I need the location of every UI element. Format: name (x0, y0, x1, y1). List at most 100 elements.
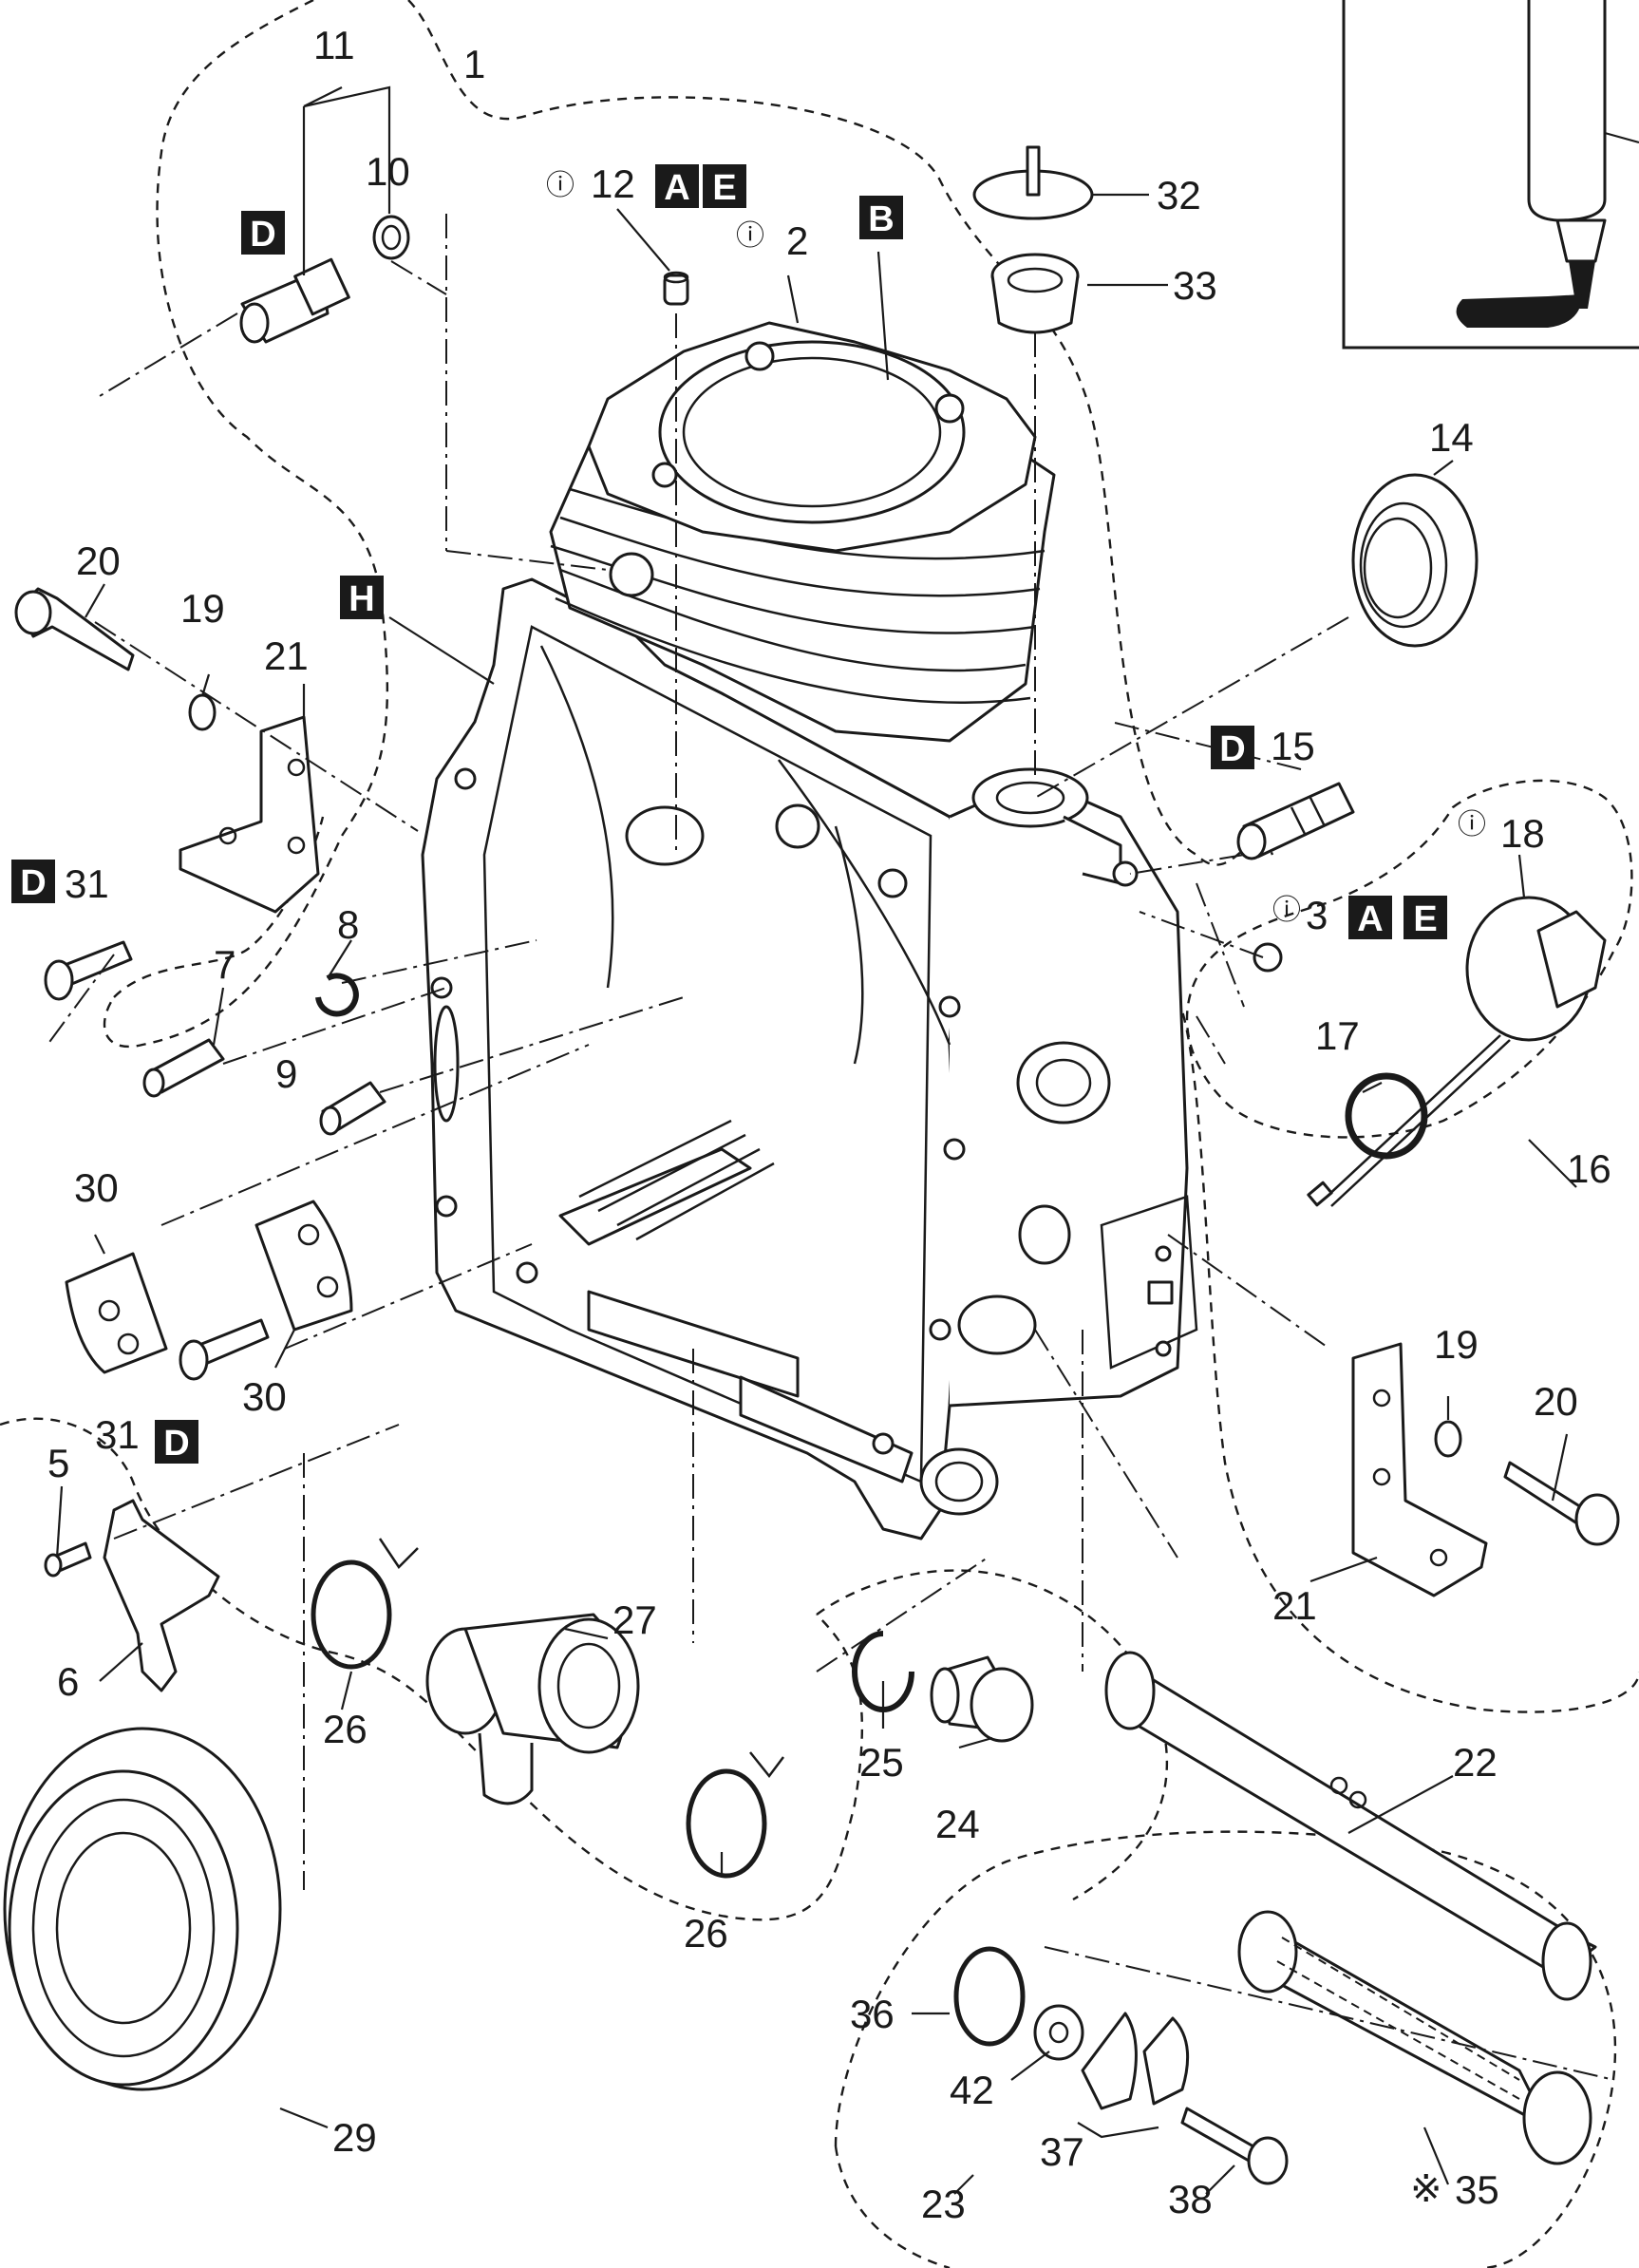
part-19-washer-left (188, 693, 217, 731)
callout-16: 16 (1567, 1146, 1611, 1191)
leader-lines (55, 85, 1577, 2195)
callout-26-top: 26 (323, 1707, 367, 1751)
part-31-screw-top (44, 940, 133, 1001)
callout-23: 23 (921, 2182, 966, 2226)
part-11-plug (239, 257, 350, 344)
svg-text:D: D (250, 215, 275, 255)
callout-15: 15 (1271, 724, 1315, 768)
callout-27: 27 (612, 1597, 657, 1642)
svg-text:A: A (1357, 899, 1383, 939)
callout-3-marker: ⓘ (1272, 895, 1301, 926)
callout-7: 7 (214, 942, 235, 987)
tag-a-3: A (1348, 896, 1392, 939)
callout-35: 35 (1455, 2167, 1499, 2212)
tag-d-31-bottom: D (155, 1420, 198, 1464)
callout-21-right: 21 (1272, 1583, 1317, 1628)
callout-1: 1 (463, 42, 485, 86)
part-3-ball (1253, 942, 1283, 973)
callout-2-marker: ⓘ (736, 220, 764, 252)
callout-31-top: 31 (65, 861, 109, 906)
crankcase-block (421, 321, 1198, 1540)
part-20-bolt-left (14, 587, 135, 671)
part-21-bracket-right (1351, 1342, 1488, 1597)
part-5-screw (44, 1541, 92, 1578)
part-10-washer (372, 215, 410, 260)
svg-text:D: D (1219, 729, 1245, 769)
callout-9: 9 (275, 1051, 297, 1096)
callout-19-right: 19 (1434, 1322, 1479, 1367)
svg-text:D: D (20, 863, 46, 903)
callout-33: 33 (1173, 263, 1217, 308)
callout-17: 17 (1315, 1013, 1360, 1058)
callout-18: 18 (1500, 811, 1545, 856)
callout-32: 32 (1157, 173, 1201, 217)
part-21-bracket-left (179, 715, 320, 914)
callout-26-bottom: 26 (684, 1911, 728, 1956)
part-36-oring (953, 1946, 1026, 2047)
part-18-cap (1307, 896, 1607, 1207)
tag-h: H (340, 576, 384, 619)
svg-text:A: A (664, 168, 689, 208)
part-31-screw-bottom (179, 1318, 270, 1381)
part-38-bolt (1180, 2107, 1289, 2185)
callout-42: 42 (950, 2068, 994, 2112)
part-24-plug (930, 1655, 1034, 1743)
callout-12-marker: ⓘ (546, 170, 575, 201)
part-25-oring (852, 1631, 914, 1712)
callout-19-left: 19 (180, 586, 225, 631)
callout-14: 14 (1429, 415, 1474, 460)
callout-3: 3 (1306, 893, 1328, 937)
tag-e-12: E (703, 164, 746, 208)
tag-d-15: D (1211, 726, 1254, 769)
callout-29: 29 (332, 2115, 377, 2160)
callout-25: 25 (859, 1740, 904, 1785)
callout-20-left: 20 (76, 539, 121, 583)
part-26-circlip-top (311, 1538, 419, 1670)
part-17-oring (1345, 1072, 1428, 1160)
tag-d-11: D (241, 211, 285, 255)
part-30-shell-right (254, 1200, 353, 1332)
part-30-shell-left (65, 1252, 168, 1374)
svg-text:H: H (349, 579, 374, 619)
part-35-strainer (1237, 1910, 1592, 2165)
tag-d-31-top: D (11, 860, 55, 903)
callout-21-left: 21 (264, 633, 309, 678)
sealant-inset (1342, 0, 1639, 350)
callout-30-bottom: 30 (242, 1374, 287, 1419)
callout-35-marker: ※ (1410, 2168, 1442, 2210)
callouts: 1 ⓘ 2 ⓘ 3 5 6 7 8 9 10 11 ⓘ 12 14 15 16 … (47, 23, 1611, 2226)
callout-6: 6 (57, 1659, 79, 1704)
callout-2: 2 (786, 218, 808, 263)
part-6-bracket (103, 1499, 220, 1692)
callout-37: 37 (1040, 2129, 1084, 2174)
callout-24: 24 (935, 1802, 980, 1846)
callout-10: 10 (366, 149, 410, 194)
svg-text:B: B (868, 199, 894, 239)
tag-b: B (859, 196, 903, 239)
letter-tags: D A E B H D A E (11, 164, 1447, 1464)
part-20-bolt-right (1503, 1461, 1620, 1546)
part-14-seal (1351, 473, 1479, 648)
svg-text:E: E (712, 168, 736, 208)
part-12-pin (663, 271, 689, 306)
center-lines (47, 214, 1615, 2081)
part-22-tube (1104, 1651, 1597, 2001)
part-26-circlip-bottom (686, 1751, 784, 1879)
callout-22: 22 (1453, 1740, 1498, 1785)
callout-5: 5 (47, 1441, 69, 1485)
part-37-clamps (1081, 2012, 1190, 2110)
svg-text:E: E (1413, 899, 1437, 939)
part-7-dowel (142, 1038, 225, 1098)
part-15-stud (1236, 782, 1355, 860)
callout-30-top: 30 (74, 1165, 119, 1210)
callout-12: 12 (591, 161, 635, 206)
svg-text:D: D (163, 1424, 189, 1464)
part-27-housing (425, 1613, 640, 1805)
part-19-washer-right (1434, 1420, 1462, 1458)
part-42-washer (1033, 2004, 1084, 2061)
sealant-tube-icon (1456, 0, 1639, 328)
callout-31-bottom: 31 (95, 1412, 140, 1457)
part-29-bearing (3, 1727, 282, 2091)
part-9-dowel (319, 1081, 386, 1136)
